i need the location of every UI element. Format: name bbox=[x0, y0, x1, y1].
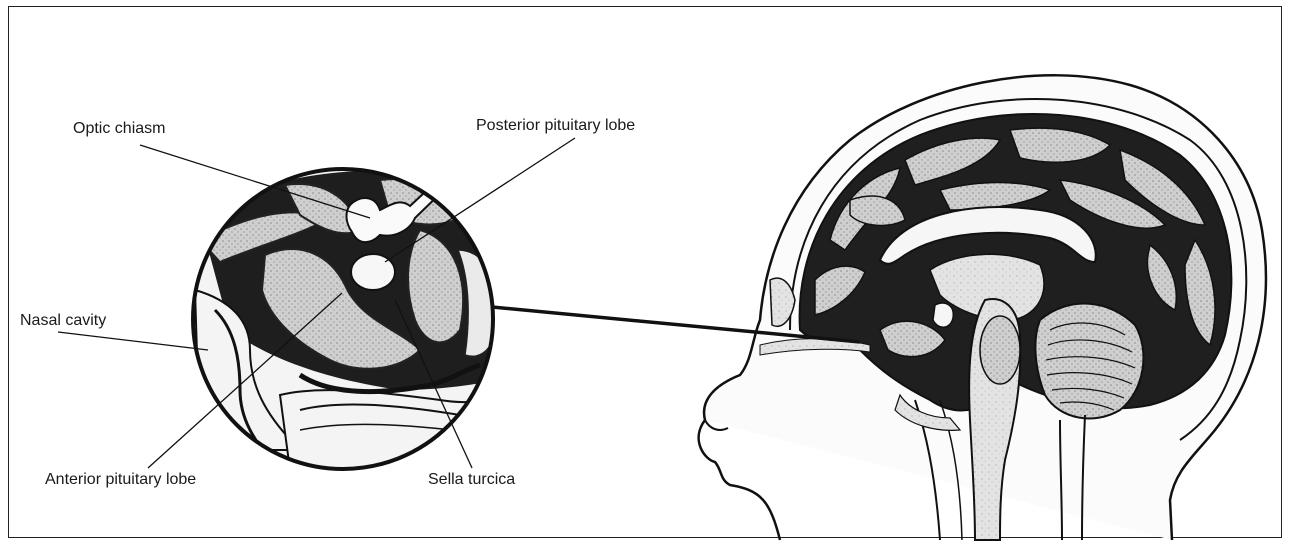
label-anterior-pituitary-lobe: Anterior pituitary lobe bbox=[45, 471, 196, 489]
label-sella-turcica: Sella turcica bbox=[428, 471, 515, 489]
label-posterior-pituitary-lobe: Posterior pituitary lobe bbox=[476, 117, 635, 135]
label-nasal-cavity: Nasal cavity bbox=[20, 312, 106, 330]
magnified-view bbox=[193, 169, 500, 470]
head-profile bbox=[699, 75, 1266, 540]
leader-nasal-cavity bbox=[58, 332, 208, 350]
label-optic-chiasm: Optic chiasm bbox=[73, 120, 165, 138]
